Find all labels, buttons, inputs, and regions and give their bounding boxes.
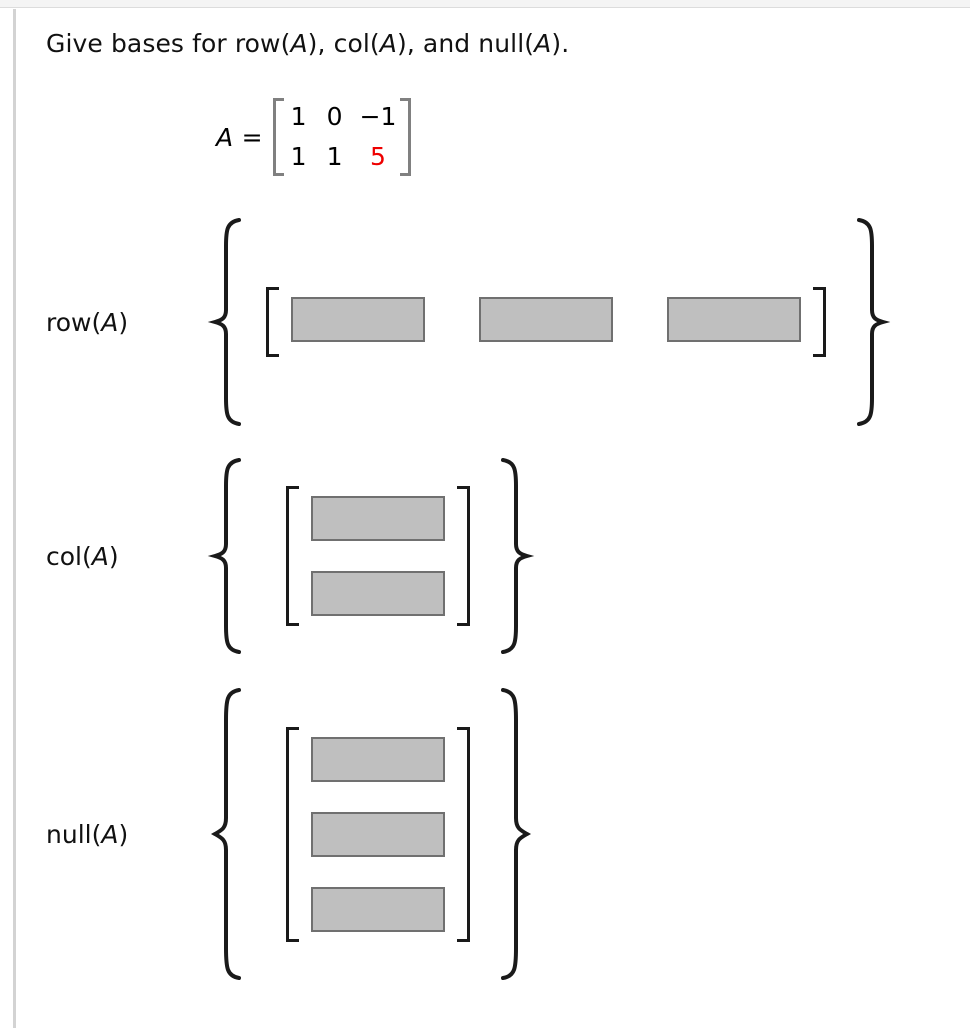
col-vector-bracket-group: [286, 486, 470, 626]
question-var-3: A: [534, 29, 552, 58]
answer-label-col-prefix: col(: [46, 541, 92, 571]
equals-sign: =: [241, 122, 263, 152]
question-mid-1: ), col(: [307, 29, 380, 58]
row-vector-cells: [279, 287, 813, 357]
answer-label-col-suffix: ): [108, 541, 119, 571]
answer-label-col-var: A: [91, 541, 109, 571]
answer-row-null: null(A): [46, 686, 536, 982]
matrix-cell-r2c1: 1: [290, 142, 307, 171]
answer-row-col: col(A): [46, 456, 536, 656]
matrix-cell-r1c3: −1: [359, 102, 397, 131]
matrix-bracket-group: 1 0 −1 1 1 5: [272, 96, 412, 178]
window-top-band: [0, 0, 970, 8]
answer-label-row-suffix: ): [118, 307, 129, 337]
matrix-cell-r1c1: 1: [290, 102, 307, 131]
row-basis-input-1[interactable]: [291, 297, 425, 342]
null-vector-right-bracket: [457, 726, 470, 942]
row-vector-bracket-group: [266, 287, 826, 357]
question-suffix: ).: [551, 29, 570, 58]
answer-label-row: row(A): [46, 308, 206, 337]
row-basis-input-2[interactable]: [479, 297, 613, 342]
matrix-definition: A = 1 0 −1 1 1 5: [216, 96, 412, 178]
answer-label-null: null(A): [46, 820, 206, 849]
col-vector-right-bracket: [457, 486, 470, 626]
matrix-name: A: [216, 122, 234, 152]
row-basis-input-3[interactable]: [667, 297, 801, 342]
set-brace-open-col: [206, 456, 248, 656]
answer-label-row-prefix: row(: [46, 307, 102, 337]
matrix-cell-r2c3: 5: [370, 142, 386, 171]
null-basis-input-2[interactable]: [311, 811, 445, 857]
matrix-cell-r2c2: 1: [326, 142, 343, 171]
matrix-grid: 1 0 −1 1 1 5: [288, 98, 397, 176]
row-vector-left-bracket: [266, 287, 279, 357]
set-brace-open-null: [206, 686, 248, 982]
null-basis-input-1[interactable]: [311, 736, 445, 782]
answer-row-row: row(A): [46, 216, 892, 428]
problem-content: Give bases for row(A), col(A), and null(…: [16, 8, 970, 1028]
row-vector-right-bracket: [813, 287, 826, 357]
answer-label-col: col(A): [46, 542, 206, 571]
null-basis-input-3[interactable]: [311, 886, 445, 932]
question-var-1: A: [290, 29, 308, 58]
null-vector-left-bracket: [286, 726, 299, 942]
answer-label-null-suffix: ): [118, 819, 129, 849]
col-vector-left-bracket: [286, 486, 299, 626]
question-var-2: A: [379, 29, 397, 58]
question-prefix: Give bases for row(: [46, 29, 291, 58]
matrix-cell-r1c2: 0: [326, 102, 343, 131]
col-basis-input-2[interactable]: [311, 571, 445, 616]
set-brace-open-row: [206, 216, 248, 428]
answer-label-null-prefix: null(: [46, 819, 102, 849]
matrix-right-bracket: [400, 98, 412, 176]
question-prompt: Give bases for row(A), col(A), and null(…: [46, 28, 569, 60]
answer-label-row-var: A: [101, 307, 119, 337]
set-brace-close-col: [494, 456, 536, 656]
question-mid-2: ), and null(: [396, 29, 535, 58]
null-vector-bracket-group: [286, 726, 470, 942]
col-vector-cells: [299, 486, 457, 626]
matrix-left-bracket: [272, 98, 284, 176]
set-brace-close-null: [494, 686, 536, 982]
null-vector-cells: [299, 727, 457, 942]
set-brace-close-row: [850, 216, 892, 428]
answer-label-null-var: A: [101, 819, 119, 849]
col-basis-input-1[interactable]: [311, 496, 445, 541]
left-vertical-rule: [13, 9, 16, 1028]
